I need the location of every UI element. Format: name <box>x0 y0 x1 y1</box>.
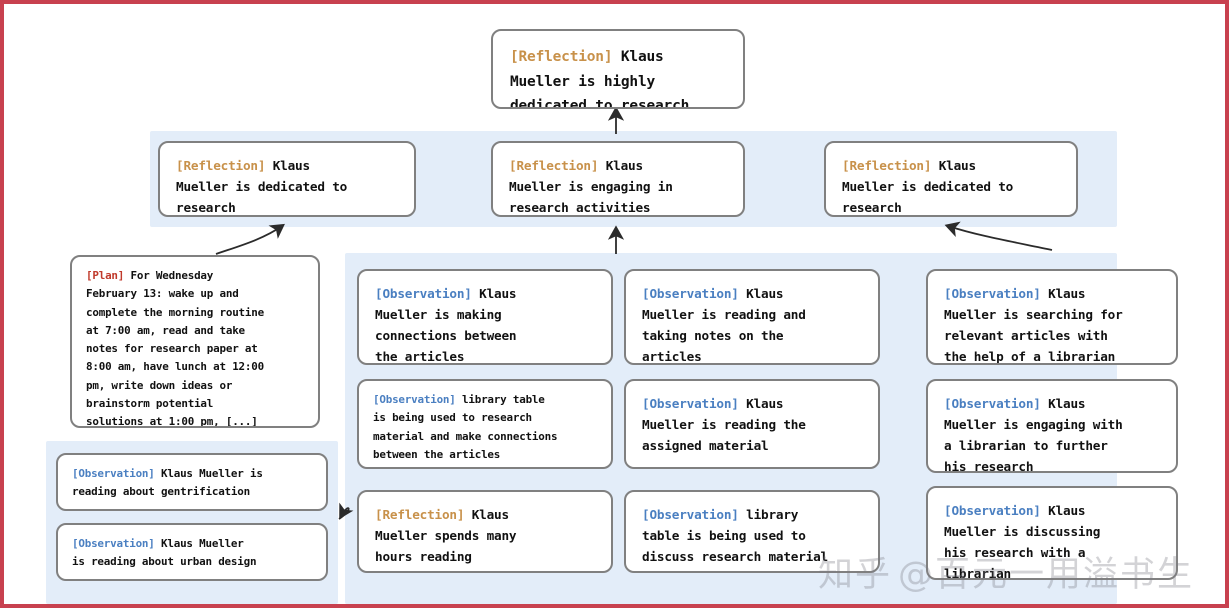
reflection-middle-text: Klaus Mueller is engaging in research ac… <box>509 158 673 215</box>
reflection-card-left[interactable]: [Reflection] Klaus Mueller is dedicated … <box>158 141 416 217</box>
midleft-card-2[interactable]: [Observation] library table is being use… <box>357 379 613 469</box>
midleft-card-2-text: library table is being used to research … <box>373 393 558 461</box>
right-card-2[interactable]: [Observation] Klaus Mueller is engaging … <box>926 379 1178 473</box>
tag-reflection: [Reflection] <box>509 158 599 173</box>
tag-observation: [Observation] <box>72 537 155 550</box>
reflection-right-text: Klaus Mueller is dedicated to research <box>842 158 1014 215</box>
right-card-1[interactable]: [Observation] Klaus Mueller is searching… <box>926 269 1178 365</box>
left-observation-1-text: Klaus Mueller is reading about gentrific… <box>72 467 263 499</box>
reflection-card-middle[interactable]: [Reflection] Klaus Mueller is engaging i… <box>491 141 745 217</box>
left-observation-2-text: Klaus Mueller is reading about urban des… <box>72 537 257 569</box>
top-reflection-text: Klaus Mueller is highly dedicated to res… <box>510 49 690 109</box>
tag-reflection: [Reflection] <box>375 507 465 522</box>
tag-observation: [Observation] <box>944 503 1041 518</box>
tag-observation: [Observation] <box>375 286 472 301</box>
midleft-card-3[interactable]: [Reflection] Klaus Mueller spends many h… <box>357 490 613 573</box>
midright-card-1[interactable]: [Observation] Klaus Mueller is reading a… <box>624 269 880 365</box>
tag-observation: [Observation] <box>373 393 456 406</box>
right-card-3-text: Klaus Mueller is discussing his research… <box>944 503 1101 580</box>
midright-card-3-text: library table is being used to discuss r… <box>642 507 828 564</box>
reflection-card-right[interactable]: [Reflection] Klaus Mueller is dedicated … <box>824 141 1078 217</box>
tag-reflection: [Reflection] <box>510 49 613 65</box>
midright-card-2-text: Klaus Mueller is reading the assigned ma… <box>642 396 806 453</box>
reflection-left-text: Klaus Mueller is dedicated to research <box>176 158 348 215</box>
midleft-card-3-text: Klaus Mueller spends many hours reading <box>375 507 517 564</box>
plan-card-text: For Wednesday February 13: wake up and c… <box>86 269 264 428</box>
midright-card-2[interactable]: [Observation] Klaus Mueller is reading t… <box>624 379 880 469</box>
tag-plan: [Plan] <box>86 269 125 282</box>
arrow-plan-to-left-reflection <box>215 223 285 255</box>
midleft-card-1[interactable]: [Observation] Klaus Mueller is making co… <box>357 269 613 365</box>
midright-card-3[interactable]: [Observation] library table is being use… <box>624 490 880 573</box>
top-reflection-card[interactable]: [Reflection] Klaus Mueller is highly ded… <box>491 29 745 109</box>
tag-observation: [Observation] <box>944 286 1041 301</box>
tag-observation: [Observation] <box>642 396 739 411</box>
left-observation-card-2[interactable]: [Observation] Klaus Mueller is reading a… <box>56 523 328 581</box>
tag-reflection: [Reflection] <box>842 158 932 173</box>
midleft-card-1-text: Klaus Mueller is making connections betw… <box>375 286 517 364</box>
right-card-2-text: Klaus Mueller is engaging with a librari… <box>944 396 1123 473</box>
tag-observation: [Observation] <box>72 467 155 480</box>
tag-observation: [Observation] <box>642 286 739 301</box>
tag-reflection: [Reflection] <box>176 158 266 173</box>
tag-observation: [Observation] <box>642 507 739 522</box>
tag-observation: [Observation] <box>944 396 1041 411</box>
arrow-right-obs-to-right-reflection <box>944 221 1053 251</box>
plan-card[interactable]: [Plan] For Wednesday February 13: wake u… <box>70 255 320 428</box>
right-card-3[interactable]: [Observation] Klaus Mueller is discussin… <box>926 486 1178 580</box>
left-observation-card-1[interactable]: [Observation] Klaus Mueller is reading a… <box>56 453 328 511</box>
midright-card-1-text: Klaus Mueller is reading and taking note… <box>642 286 806 364</box>
right-card-1-text: Klaus Mueller is searching for relevant … <box>944 286 1123 364</box>
